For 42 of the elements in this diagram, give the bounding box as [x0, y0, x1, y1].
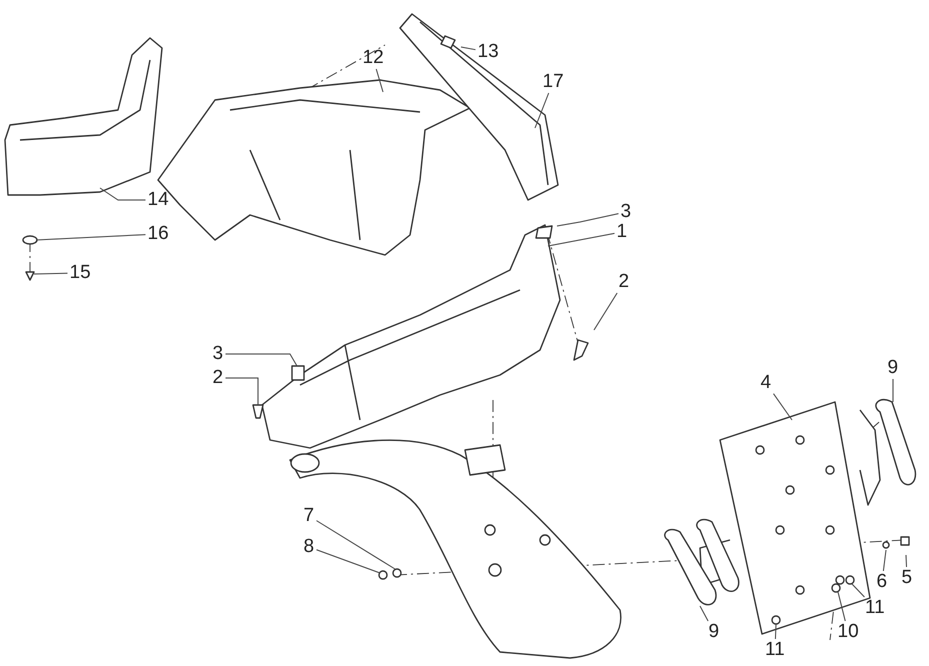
callout-number: 8 — [304, 536, 314, 558]
leader-line — [225, 354, 298, 366]
callout-number: 7 — [304, 505, 314, 527]
callout-number: 11 — [765, 639, 785, 661]
leader-line — [594, 292, 618, 330]
callout-number: 13 — [478, 41, 499, 63]
leader-line — [225, 378, 258, 406]
callout-number: 16 — [148, 223, 169, 245]
leader-line — [773, 393, 792, 420]
leader-line — [34, 272, 68, 274]
leader-line — [100, 188, 146, 200]
leader-line — [460, 46, 476, 50]
callout-number: 3 — [212, 343, 224, 365]
leader-line — [906, 554, 908, 568]
leader-line — [316, 549, 380, 574]
callout-number: 15 — [70, 262, 91, 284]
callout-number: 3 — [620, 201, 632, 223]
callout-number: 9 — [888, 357, 898, 379]
leader-line — [852, 584, 865, 598]
leader-line — [36, 234, 146, 240]
callout-number: 1 — [616, 221, 628, 243]
callout-number: 5 — [902, 567, 912, 589]
leader-line — [548, 232, 615, 246]
callout-number: 17 — [542, 71, 564, 93]
callout-number: 14 — [148, 189, 169, 211]
leader-line — [838, 592, 846, 622]
callout-number: 6 — [876, 571, 888, 593]
callout-number: 11 — [865, 597, 885, 619]
callout-number: 12 — [362, 47, 384, 69]
leader-line — [774, 624, 776, 640]
leader-line — [892, 378, 894, 402]
callout-number: 9 — [708, 621, 720, 643]
callout-number: 4 — [760, 372, 772, 394]
leader-line — [534, 92, 550, 128]
callout-number: 2 — [618, 271, 630, 293]
callout-number: 2 — [212, 367, 224, 389]
callout-number: 10 — [838, 621, 859, 643]
leader-line — [316, 520, 396, 570]
leader-line — [376, 68, 384, 92]
leader-line — [700, 606, 709, 622]
leader-line — [556, 213, 619, 226]
leader-line — [882, 550, 886, 572]
